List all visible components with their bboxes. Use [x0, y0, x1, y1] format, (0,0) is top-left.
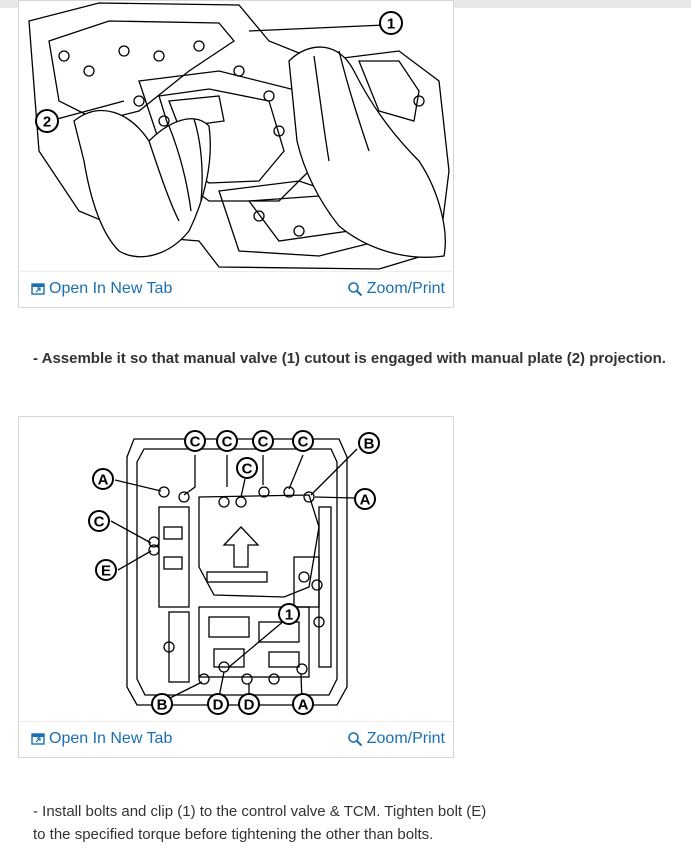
zoom-print-link[interactable]: Zoom/Print	[347, 280, 445, 298]
open-new-tab-link[interactable]: Open In New Tab	[31, 730, 172, 748]
figure-toolbar: Open In New Tab Zoom/Print	[19, 721, 453, 757]
instruction-line-1: - Install bolts and clip (1) to the cont…	[33, 803, 487, 820]
zoom-print-label: Zoom/Print	[366, 730, 445, 747]
control-valve-bolt-diagram: C C C C B C A A C E 1 B D D A	[88, 430, 380, 715]
callout-top-c-1: C	[190, 434, 201, 451]
callout-1-clip: 1	[285, 607, 293, 624]
callout-bottom-b: B	[157, 697, 168, 714]
callout-top-c-3: C	[258, 434, 269, 451]
callout-bottom-a: A	[298, 697, 309, 714]
callout-bottom-d-1: D	[213, 697, 224, 714]
open-in-new-tab-icon	[31, 733, 45, 745]
zoom-print-label: Zoom/Print	[366, 280, 445, 297]
figure-hands-valve: 1 2 Open In New Tab Zoom/Print	[18, 0, 454, 308]
callout-a-right: A	[360, 492, 371, 509]
open-new-tab-label: Open In New Tab	[49, 280, 173, 297]
callout-e-left: E	[101, 563, 111, 580]
instruction-line-2: to the specified torque before tightenin…	[33, 826, 434, 843]
instruction-assemble: - Assemble it so that manual valve (1) c…	[33, 350, 666, 367]
callout-a-left: A	[98, 472, 109, 489]
open-new-tab-link[interactable]: Open In New Tab	[31, 280, 172, 298]
callout-c-mid: C	[242, 461, 253, 478]
callout-2-label: 2	[43, 114, 51, 131]
hands-installing-valve-diagram: 1 2	[28, 2, 450, 270]
open-new-tab-label: Open In New Tab	[49, 730, 173, 747]
callout-top-c-4: C	[298, 434, 309, 451]
callout-top-c-2: C	[222, 434, 233, 451]
callout-1	[379, 11, 403, 35]
callout-c-left: C	[94, 514, 105, 531]
open-in-new-tab-icon	[31, 283, 45, 295]
figure-bolt-layout: C C C C B C A A C E 1 B D D A Open In Ne…	[18, 416, 454, 758]
callout-1-label: 1	[387, 16, 395, 33]
instruction-install-bolts: - Install bolts and clip (1) to the cont…	[33, 800, 653, 846]
callout-bottom-d-2: D	[244, 697, 255, 714]
magnifier-icon	[347, 732, 362, 747]
magnifier-icon	[347, 282, 362, 297]
figure-toolbar: Open In New Tab Zoom/Print	[19, 271, 453, 307]
callout-top-b: B	[364, 436, 375, 453]
zoom-print-link[interactable]: Zoom/Print	[347, 730, 445, 748]
callout-2	[35, 109, 59, 133]
